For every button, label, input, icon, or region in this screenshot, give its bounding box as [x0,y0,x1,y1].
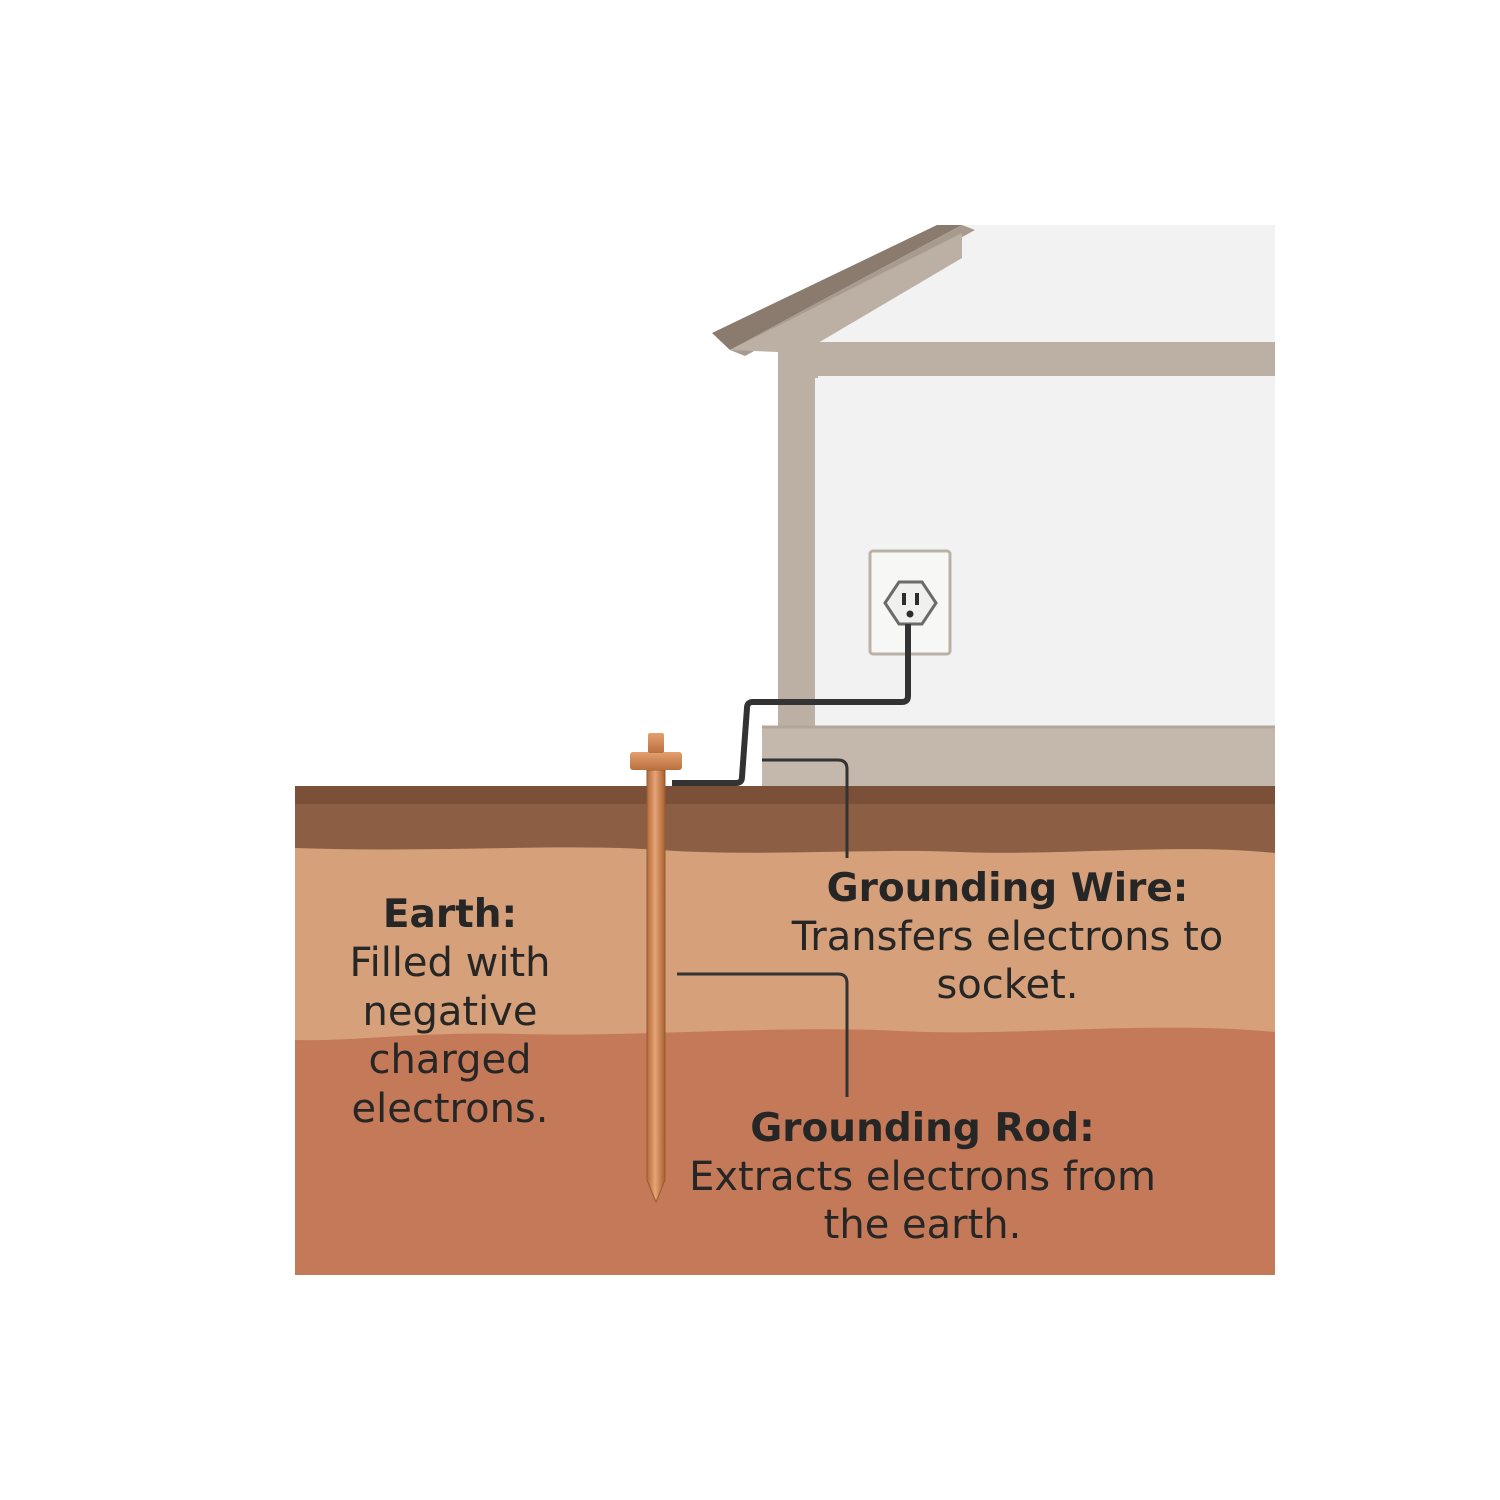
grounding-wire-label-description: Transfers electrons to socket. [791,913,1224,1008]
grounding-wire-label: Grounding Wire: Transfers electrons to s… [770,866,1245,1009]
soil-upper-layer [295,830,1275,1041]
grounding-rod-label-title: Grounding Rod: [750,1106,1095,1151]
outlet-ground-hole [906,610,914,618]
house-frame-beam [778,342,1275,376]
house-foundation [762,726,1275,788]
earth-label-title: Earth: [382,892,518,937]
outlet-socket-icon [883,580,938,626]
outlet-slot-left [902,593,906,605]
house-roof [712,225,962,350]
grounding-wire[interactable] [672,624,911,786]
earth-label: Earth: Filled with negative charged elec… [300,892,600,1134]
grounding-rod-label-description: Extracts electrons from the earth. [689,1153,1156,1248]
earth-label-description: Filled with negative charged electrons. [349,939,551,1133]
rod-callout-line [677,972,849,1097]
house-frame-post [778,345,815,726]
house-frame-gable [730,233,962,378]
grounding-rod-label: Grounding Rod: Extracts electrons from t… [650,1106,1195,1249]
ground-surface [295,786,1275,804]
rod-cap [630,752,682,770]
wire-callout-line [762,758,849,858]
rod-cap-top [648,733,664,753]
grounding-wire-label-title: Grounding Wire: [826,866,1189,911]
outlet-slot-right [915,593,919,605]
soil-topsoil-layer [295,788,1275,853]
